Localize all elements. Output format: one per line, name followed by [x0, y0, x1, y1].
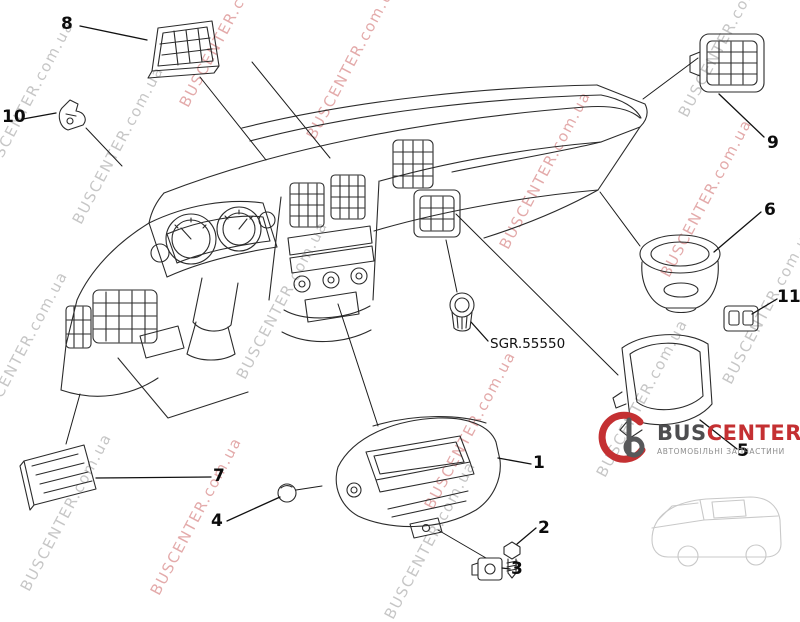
part-2-screw-drawing: [503, 541, 521, 579]
callout-10: 10: [2, 107, 26, 127]
van-sketch-drawing: [651, 496, 782, 567]
callout-5: 5: [737, 441, 749, 461]
left-vent-drawing: [60, 222, 249, 419]
callout-8: 8: [61, 14, 73, 34]
logo-center-text: CENTER: [706, 421, 800, 446]
part-10-clip-drawing: [58, 99, 86, 131]
buscenter-logo: BUSCENTER АВТОМОБІЛЬНІ ЗАПЧАСТИНИ: [596, 410, 800, 468]
instrument-cluster-drawing: [148, 200, 278, 278]
callout-6: 6: [764, 200, 776, 220]
part-6-cupholder-drawing: [639, 234, 721, 314]
part-11-switch-drawing: [723, 305, 759, 332]
part-sgr-lighter-drawing: [449, 292, 475, 332]
buscenter-logo-mark: [598, 411, 646, 463]
part-5-pocket-drawing: [612, 334, 713, 439]
part-8-vent-drawing: [147, 20, 220, 79]
center-stack-drawing: [268, 174, 380, 343]
logo-tagline: АВТОМОБІЛЬНІ ЗАПЧАСТИНИ: [657, 446, 785, 456]
part-code-label: SGR.55550: [490, 336, 566, 352]
callout-9: 9: [767, 133, 779, 153]
logo-brand-text: BUSCENTER: [657, 422, 800, 445]
callout-11: 11: [777, 287, 800, 307]
part-4-cap-drawing: [277, 483, 297, 503]
part-7-grille-drawing: [19, 444, 97, 511]
callout-3: 3: [511, 559, 523, 579]
callout-2: 2: [538, 518, 550, 538]
part-9-vent-drawing: [689, 33, 765, 93]
assembly-lines: [65, 57, 699, 559]
callout-7: 7: [213, 466, 225, 486]
parts-diagram-illustration: [19, 20, 782, 581]
leader-lines: [22, 25, 778, 570]
dashboard-body-drawing: [148, 84, 648, 239]
steering-column-drawing: [186, 277, 239, 361]
logo-bus-text: BUS: [657, 421, 707, 446]
part-1-console-drawing: [335, 416, 501, 539]
dash-right-vent-drawing: [392, 139, 461, 238]
callout-1: 1: [533, 453, 545, 473]
part-3-clip-drawing: [471, 557, 503, 581]
callout-4: 4: [211, 511, 223, 531]
